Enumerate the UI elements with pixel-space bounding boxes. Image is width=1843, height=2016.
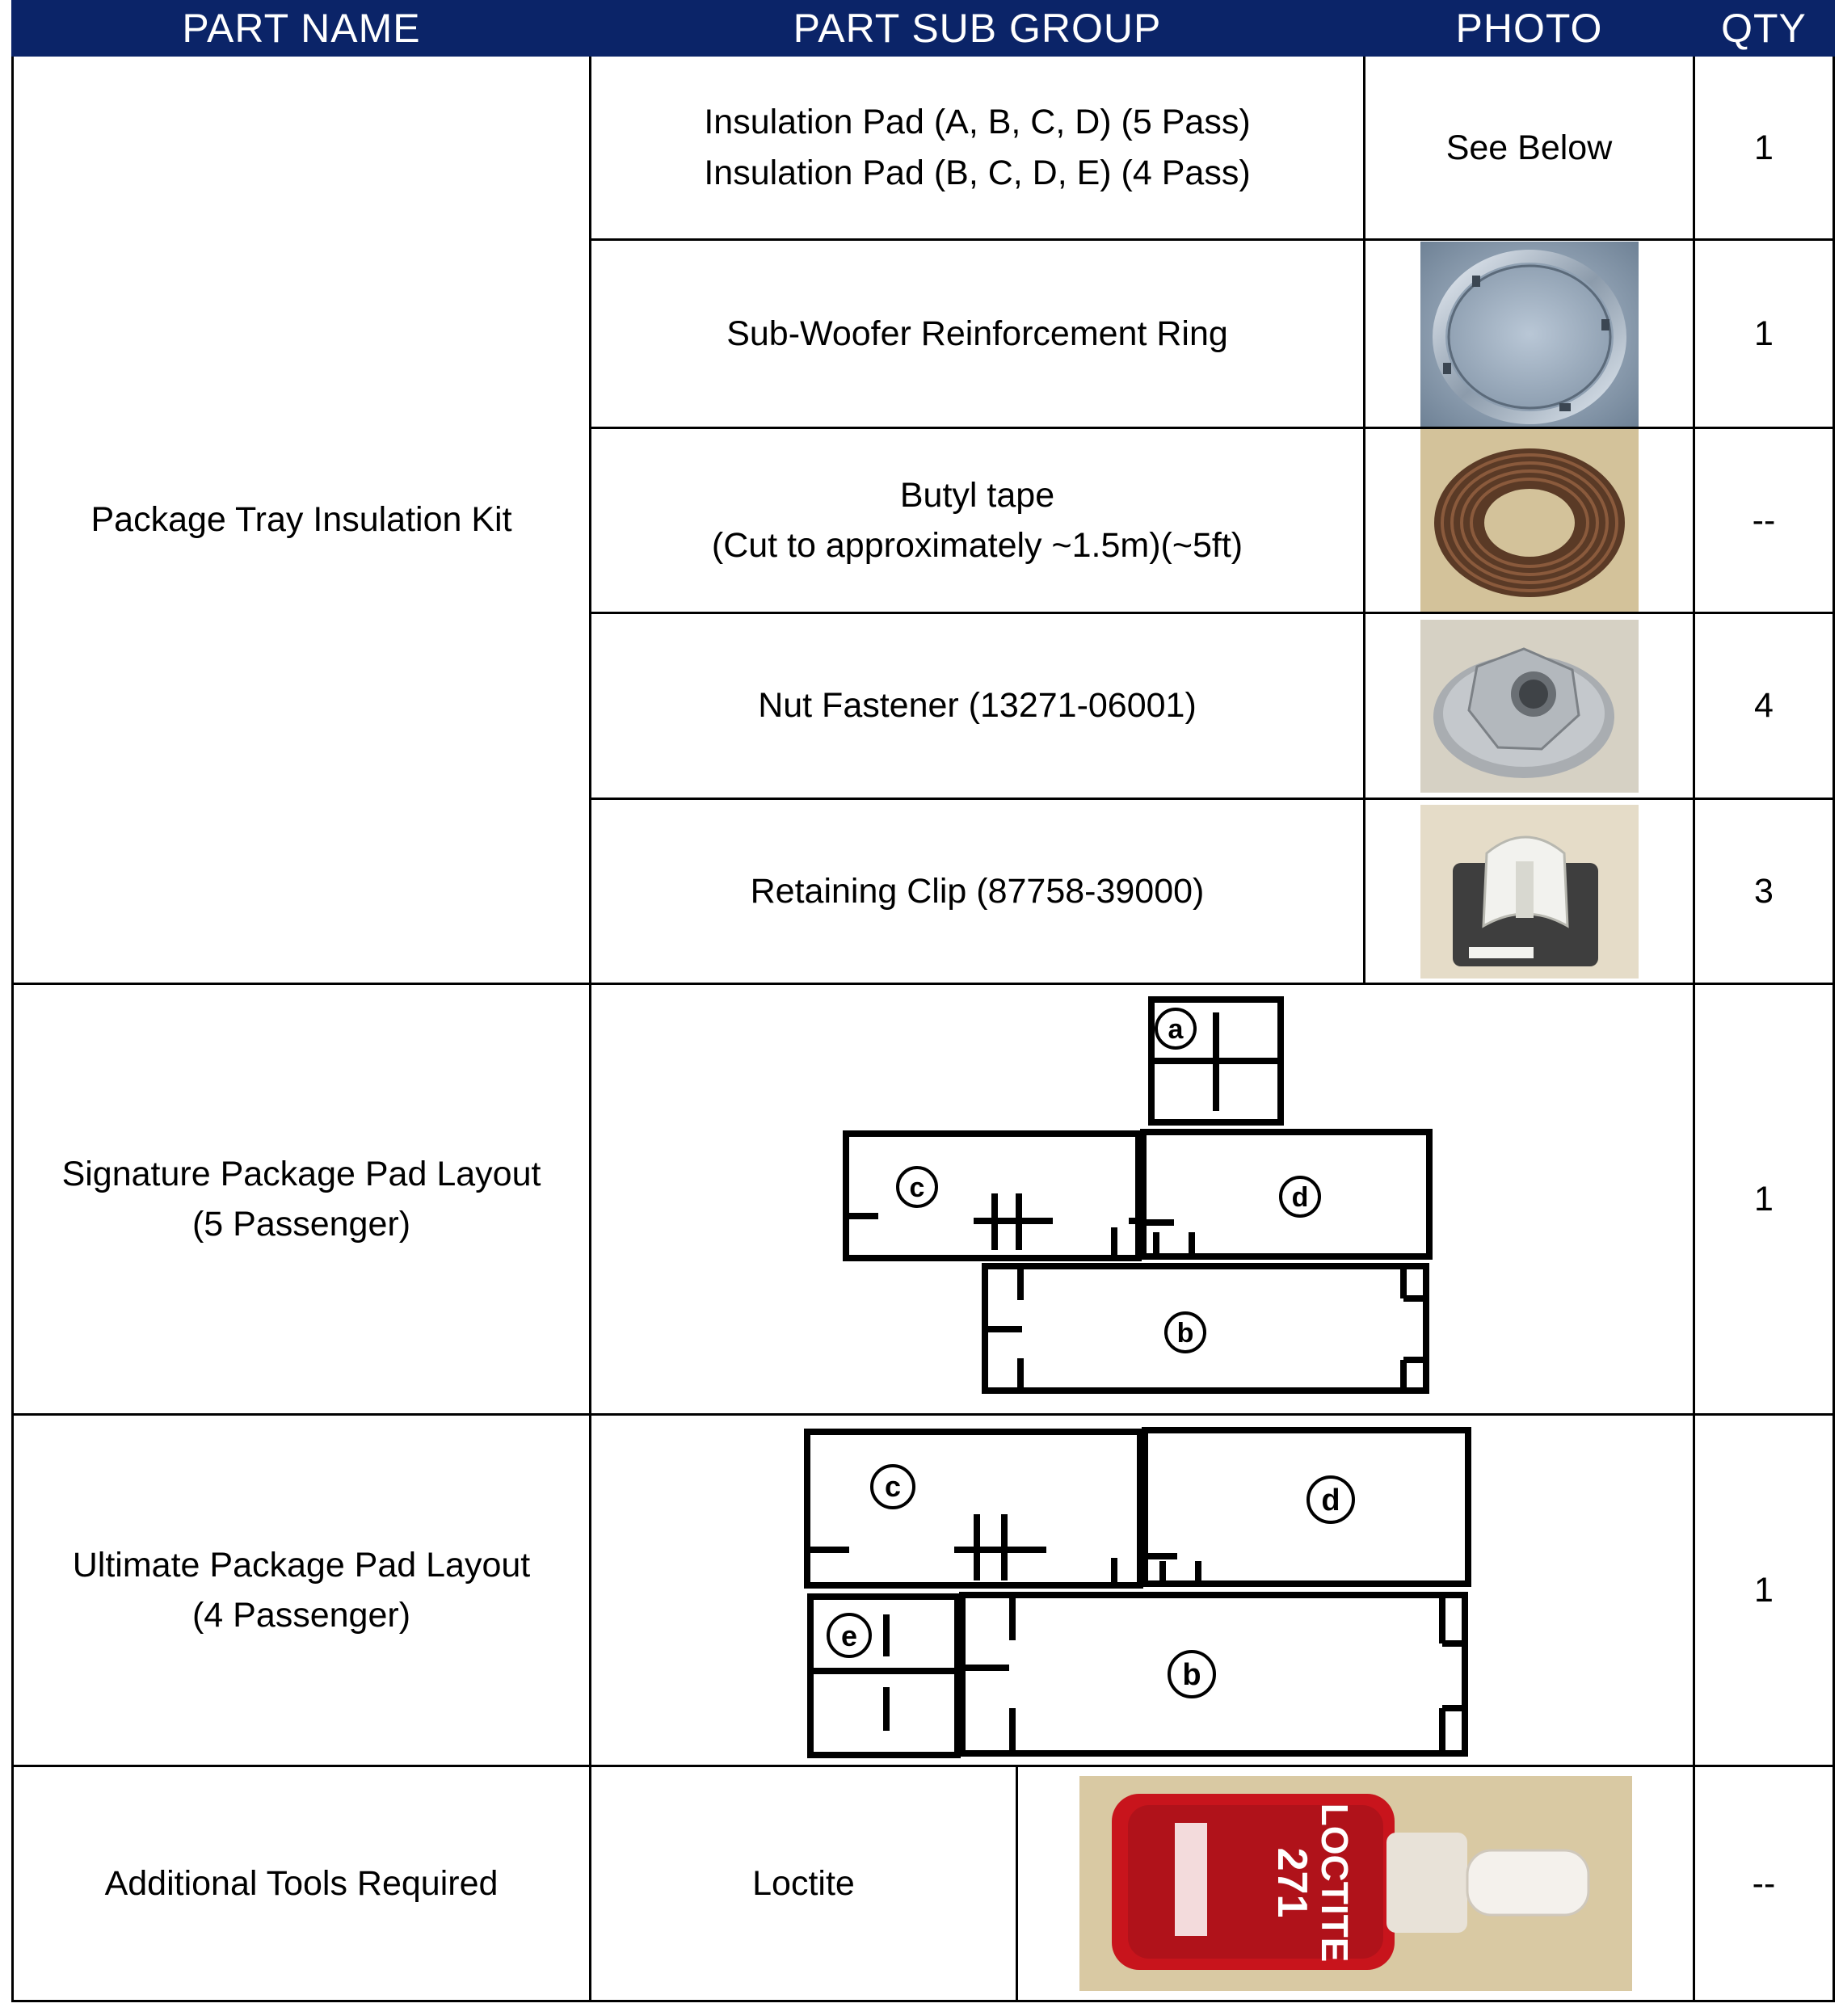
table-row: Retaining Clip (87758-39000) 3 xyxy=(13,797,1835,986)
pad-label: d xyxy=(1321,1484,1340,1517)
loctite-bottle-photo: LOCTITE 271 xyxy=(1079,1776,1632,1992)
signature-pad-layout-diagram: a c xyxy=(842,996,1433,1395)
part-name-signature: Signature Package Pad Layout (5 Passenge… xyxy=(11,983,591,1416)
ultimate-layout-cell: c d xyxy=(589,1413,1695,1768)
part-name-line: Ultimate Package Pad Layout xyxy=(72,1546,531,1585)
table-row: Butyl tape (Cut to approximately ~1.5m)(… xyxy=(13,426,1835,615)
parts-table: PART NAME PART SUB GROUP PHOTO QTY Packa… xyxy=(11,0,1835,2002)
qty-cell: -- xyxy=(1693,426,1835,615)
photo-cell xyxy=(1363,426,1695,615)
header-part-name: PART NAME xyxy=(11,0,591,57)
part-name-tools: Additional Tools Required xyxy=(11,1765,591,2002)
part-name-ultimate: Ultimate Package Pad Layout (4 Passenger… xyxy=(11,1413,591,1768)
part-name-line: (5 Passenger) xyxy=(191,1205,411,1244)
butyl-tape-roll-photo xyxy=(1420,429,1639,612)
photo-cell: LOCTITE 271 xyxy=(1016,1765,1695,2002)
sub-group-line: Insulation Pad (A, B, C, D) (5 Pass) xyxy=(704,103,1251,142)
pad-b: b xyxy=(981,1263,1429,1395)
part-name-kit: Package Tray Insulation Kit xyxy=(11,53,591,986)
photo-cell xyxy=(1363,797,1695,986)
flange-nut-photo xyxy=(1420,619,1639,793)
qty-cell: 3 xyxy=(1693,797,1835,986)
pad-label: c xyxy=(909,1172,924,1203)
bottle-brand: LOCTITE xyxy=(1314,1803,1356,1963)
photo-cell xyxy=(1363,612,1695,800)
table-row: Additional Tools Required Loctite LOCTIT… xyxy=(11,1765,1835,2002)
table-row: Package Tray Insulation Kit Insulation P… xyxy=(11,53,1835,986)
pad-e: e xyxy=(806,1593,961,1759)
pad-b: b xyxy=(958,1592,1468,1757)
pad-label: a xyxy=(1168,1014,1184,1045)
sub-group-insulation-pad: Insulation Pad (A, B, C, D) (5 Pass) Ins… xyxy=(589,53,1365,242)
pad-label: e xyxy=(840,1619,856,1652)
sub-group-butyl-tape: Butyl tape (Cut to approximately ~1.5m)(… xyxy=(589,426,1365,615)
qty-cell: 1 xyxy=(1693,983,1835,1416)
signature-layout-cell: a c xyxy=(589,983,1695,1416)
pad-c: c xyxy=(842,1130,1142,1262)
metal-ring-photo xyxy=(1420,241,1639,427)
pad-c: c xyxy=(803,1429,1143,1589)
part-name-line: (4 Passenger) xyxy=(191,1596,411,1635)
header-part-sub-group: PART SUB GROUP xyxy=(589,0,1365,57)
sub-group-loctite: Loctite xyxy=(589,1765,1018,2002)
pad-label: c xyxy=(884,1470,900,1503)
qty-cell: 1 xyxy=(1693,1413,1835,1768)
pad-label: d xyxy=(1291,1182,1308,1213)
table-row: Ultimate Package Pad Layout (4 Passenger… xyxy=(11,1413,1835,1768)
photo-see-below: See Below xyxy=(1363,53,1695,242)
qty-cell: 1 xyxy=(1693,53,1835,242)
ultimate-pad-layout-diagram: c d xyxy=(803,1427,1471,1759)
header-row: PART NAME PART SUB GROUP PHOTO QTY xyxy=(11,0,1835,57)
sub-group-retaining-clip: Retaining Clip (87758-39000) xyxy=(589,797,1365,986)
sub-group-line: (Cut to approximately ~1.5m)(~5ft) xyxy=(711,526,1243,566)
qty-cell: 1 xyxy=(1693,238,1835,429)
part-name-line: Signature Package Pad Layout xyxy=(61,1155,541,1194)
sub-group-nut-fastener: Nut Fastener (13271-06001) xyxy=(589,612,1365,800)
photo-cell xyxy=(1363,238,1695,429)
qty-cell: -- xyxy=(1693,1765,1835,2002)
header-qty: QTY xyxy=(1693,0,1835,57)
table-row: Sub-Woofer Reinforcement Ring xyxy=(13,238,1835,429)
pad-d: d xyxy=(1139,1129,1433,1261)
sub-group-line: Butyl tape xyxy=(899,475,1055,515)
header-photo: PHOTO xyxy=(1363,0,1695,57)
pad-label: b xyxy=(1182,1658,1201,1692)
table-row: Signature Package Pad Layout (5 Passenge… xyxy=(11,983,1835,1416)
pad-d: d xyxy=(1141,1427,1471,1588)
retaining-clip-photo xyxy=(1420,804,1639,979)
sub-group-line: Insulation Pad (B, C, D, E) (4 Pass) xyxy=(704,153,1251,192)
pad-label: b xyxy=(1176,1318,1193,1349)
bottle-number: 271 xyxy=(1269,1848,1315,1918)
pad-a: a xyxy=(1147,996,1284,1126)
sub-group-ring: Sub-Woofer Reinforcement Ring xyxy=(589,238,1365,429)
table-row: Nut Fastener (13271-06001) 4 xyxy=(13,612,1835,800)
qty-cell: 4 xyxy=(1693,612,1835,800)
